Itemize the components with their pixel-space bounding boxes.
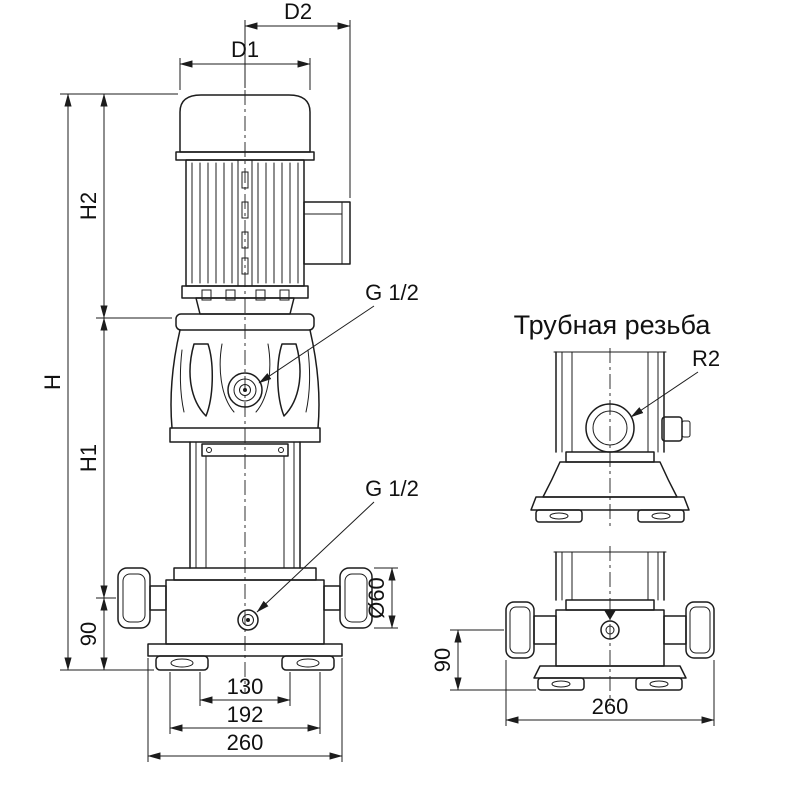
pump-column	[189, 441, 301, 569]
head-window-right	[276, 343, 301, 417]
front-view-base	[533, 665, 687, 691]
front-port-right	[663, 601, 715, 659]
front-dim-90: 90	[430, 629, 536, 691]
dim-label-90: 90	[76, 622, 101, 646]
dim-dia60: Ø60	[364, 567, 398, 629]
motor-flange-bolts	[201, 289, 290, 301]
dim-130: 130	[199, 672, 291, 706]
pump-base	[117, 567, 373, 671]
dim-90: 90	[76, 597, 108, 671]
label-g12-drain: G 1/2	[256, 476, 419, 613]
front-port-left	[505, 601, 557, 659]
foot-left	[155, 655, 209, 671]
svg-text:G 1/2: G 1/2	[365, 476, 419, 501]
dim-label-192: 192	[227, 702, 264, 727]
label-g12-head: G 1/2	[258, 280, 419, 384]
front-drain-port	[600, 610, 620, 640]
thread-view-base	[530, 451, 690, 523]
thread-view: Трубная резьба R2	[514, 310, 720, 528]
dim-label-h: H	[40, 374, 65, 390]
dim-label-dia60: Ø60	[364, 577, 389, 619]
foot-right	[281, 655, 335, 671]
dim-260: 260	[147, 658, 343, 762]
drain-port	[237, 609, 259, 631]
motor-cooling-fins	[191, 159, 299, 287]
dim-label-d2: D2	[284, 0, 312, 24]
svg-text:G 1/2: G 1/2	[365, 280, 419, 305]
front-dim-label-260: 260	[592, 694, 629, 719]
nameplate	[201, 443, 289, 457]
dim-label-h2: H2	[76, 192, 101, 220]
dim-label-130: 130	[227, 674, 264, 699]
main-view: D2 D1 H H2 H1 9	[40, 0, 419, 762]
terminal-box	[303, 201, 351, 265]
dim-d2: D2	[244, 0, 351, 198]
side-boss	[661, 416, 683, 442]
dim-h1: H1	[76, 317, 108, 599]
front-dim-label-90: 90	[430, 648, 455, 672]
dim-label-260: 260	[227, 730, 264, 755]
head-port	[227, 372, 263, 408]
svg-text:R2: R2	[692, 346, 720, 371]
dim-192: 192	[169, 672, 321, 734]
thread-view-title: Трубная резьба	[514, 310, 712, 340]
motor	[175, 94, 315, 315]
dim-label-h1: H1	[76, 444, 101, 472]
pump-head	[169, 313, 321, 457]
label-r2: R2	[630, 346, 720, 418]
front-dim-260: 260	[505, 660, 715, 726]
dim-d1: D1	[179, 37, 311, 90]
dim-h2: H2	[76, 93, 108, 319]
dim-h: H	[40, 93, 72, 671]
dim-label-d1: D1	[231, 37, 259, 62]
front-view: 90 260	[430, 546, 715, 726]
head-window-left	[189, 343, 214, 417]
